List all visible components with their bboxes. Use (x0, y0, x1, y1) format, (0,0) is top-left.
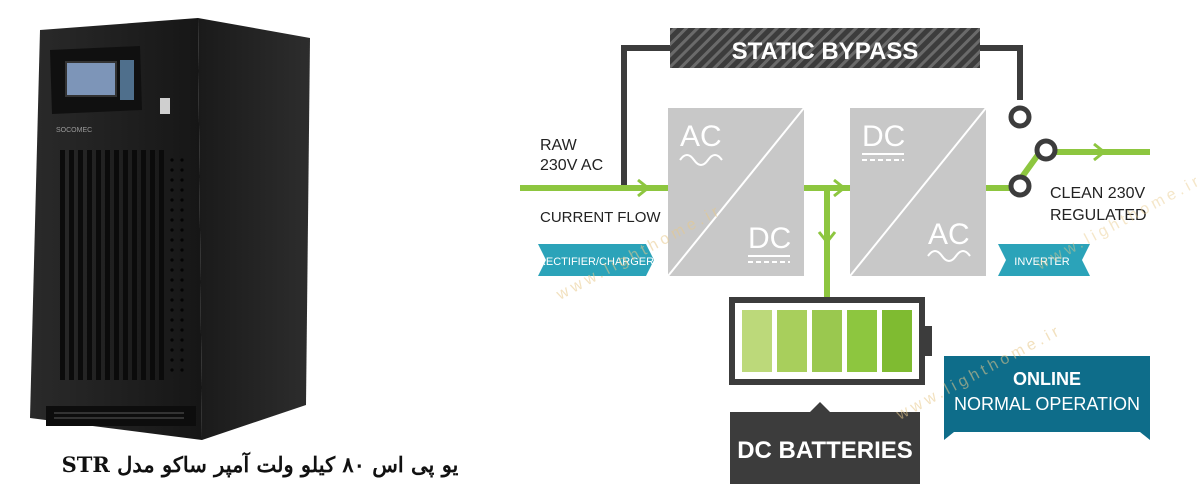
mode-online-label: ONLINE (1013, 369, 1081, 389)
static-bypass-bar (670, 28, 980, 68)
output-arrow-icon (1093, 142, 1107, 162)
ups-lcd-screen (65, 61, 117, 97)
inverter-ac-label: AC (928, 218, 970, 251)
sine-wave-icon (679, 154, 723, 166)
mode-box (944, 356, 1150, 440)
input-arrow-icon (637, 178, 651, 198)
battery-cells (742, 310, 912, 372)
bypass-switch-contact-icon (1008, 105, 1032, 129)
dc-batteries-box (730, 412, 920, 484)
battery-cell (742, 310, 772, 372)
mode-normal-operation-label: NORMAL OPERATION (954, 394, 1140, 414)
product-caption: یو پی اس ۸۰ کیلو ولت آمپر ساکو مدل STR (61, 452, 459, 477)
inverter-tag (998, 244, 1090, 276)
output-switch-contact-icon (1034, 138, 1058, 162)
dc-batteries-label: DC BATTERIES (737, 437, 913, 464)
rectifier-tag-label: RECTIFIER/CHARGER (538, 256, 654, 268)
battery-cell (847, 310, 877, 372)
dc-link-arrow-icon (833, 178, 847, 198)
ups-brand-label: SOCOMEC (56, 127, 92, 134)
ups-cabinet-image: SOCOMEC (30, 18, 310, 440)
battery-arrow-icon (817, 231, 837, 245)
rectifier-dc-label: DC (748, 222, 791, 255)
input-label-voltage: 230V AC (540, 157, 603, 174)
inverter-box (849, 107, 987, 277)
output-label-regulated: REGULATED (1050, 207, 1147, 224)
battery-terminal (922, 326, 932, 356)
online-ups-diagram: STATIC BYPASS RAW 230V AC CURRENT FLOW R… (520, 28, 1200, 484)
rectifier-tag (538, 244, 654, 276)
ups-front-vent (60, 150, 164, 380)
battery-cell (882, 310, 912, 372)
inverter-tag-label: INVERTER (1014, 256, 1069, 268)
static-bypass-label: STATIC BYPASS (732, 38, 919, 65)
rectifier-ac-label: AC (680, 120, 722, 153)
output-label-voltage: CLEAN 230V (1050, 185, 1145, 202)
ups-side-perforation (170, 158, 184, 372)
rectifier-box (667, 107, 805, 277)
input-label-raw: RAW (540, 137, 578, 154)
battery-cell (777, 310, 807, 372)
battery-cell (812, 310, 842, 372)
inverter-switch-contact-icon (1008, 174, 1032, 198)
current-flow-label: CURRENT FLOW (540, 209, 661, 226)
inverter-dc-label: DC (862, 120, 905, 153)
inverter-sine-wave-icon (927, 250, 971, 262)
